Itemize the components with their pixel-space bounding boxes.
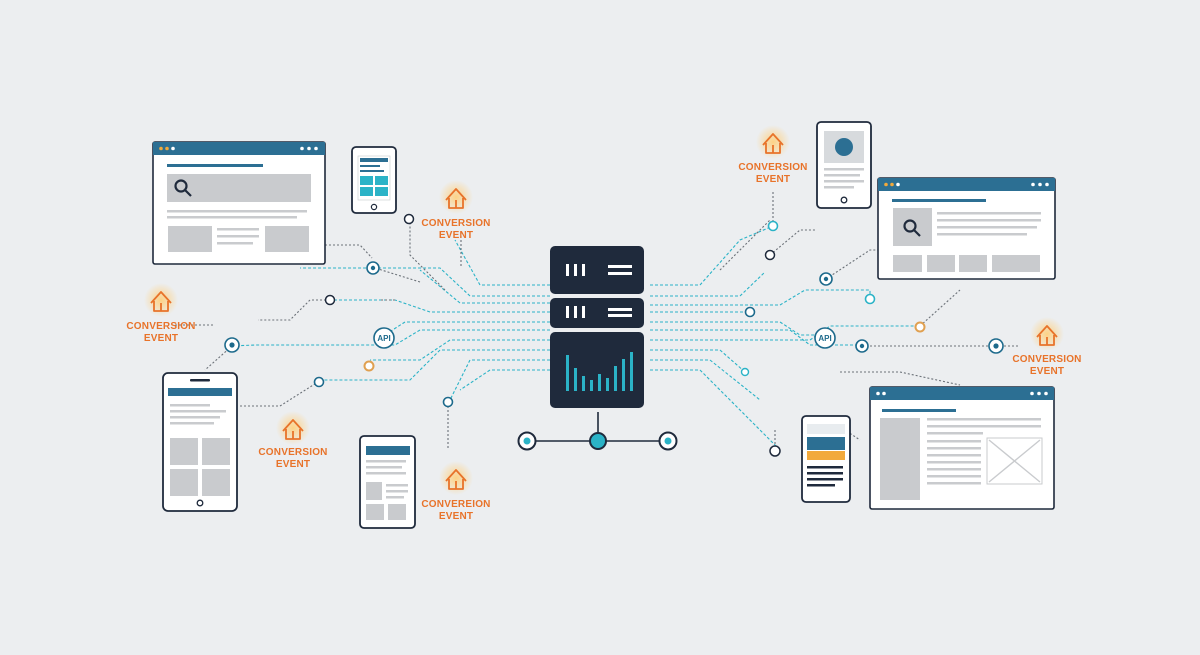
image-placeholder-icon <box>986 437 1043 485</box>
conversion-event: CONVERSION EVENT <box>421 180 490 241</box>
node-dot <box>403 213 415 225</box>
node-dot <box>523 437 531 445</box>
node-dot <box>442 396 454 408</box>
node-dot <box>229 342 235 348</box>
conversion-house-icon <box>445 469 467 490</box>
node-dot <box>324 294 336 306</box>
api-label: API <box>818 334 831 343</box>
search-icon <box>174 179 192 197</box>
mobile-device <box>816 121 872 209</box>
conversion-house-icon <box>445 188 467 209</box>
mobile-device <box>801 415 851 503</box>
conversion-label: CONVERSION <box>738 162 807 173</box>
node-dot <box>764 249 776 261</box>
node-dot <box>313 376 325 388</box>
conversion-label: EVENT <box>439 511 473 522</box>
browser-window-search <box>877 177 1056 280</box>
node-dot <box>769 445 781 457</box>
node-dot <box>823 276 829 282</box>
connection-nodes <box>224 213 1004 457</box>
node-dot <box>767 220 779 232</box>
conversion-event: CONVERSION EVENT <box>1012 317 1081 377</box>
conversion-event: CONVERSION EVENT <box>738 125 807 185</box>
tablet-device <box>162 372 238 512</box>
conversion-label: EVENT <box>276 459 310 470</box>
conversion-label: EVENT <box>144 333 178 344</box>
node-dot <box>744 306 756 318</box>
api-node: API <box>373 327 395 349</box>
conversion-event: CONVERSION EVENT <box>258 411 327 470</box>
server-icon <box>550 246 644 408</box>
node-dot <box>589 432 607 450</box>
conversion-house-icon <box>150 291 172 312</box>
conversion-label: CONVEREION <box>421 499 490 510</box>
node-dot <box>864 293 876 305</box>
mobile-device <box>359 435 416 529</box>
conversion-label: CONVERSION <box>126 321 195 332</box>
conversion-house-icon <box>762 133 784 154</box>
node-dot <box>664 437 672 445</box>
browser-window-search <box>152 141 326 265</box>
conversion-label: EVENT <box>439 230 473 241</box>
conversion-event: CONVEREION EVENT <box>421 461 490 522</box>
conversion-label: CONVERSION <box>258 447 327 458</box>
node-dot <box>859 343 865 349</box>
conversion-label: EVENT <box>1030 366 1064 377</box>
conversion-event: CONVERSION EVENT <box>126 283 195 344</box>
conversion-label: EVENT <box>756 174 790 185</box>
conversion-house-icon <box>1036 325 1058 346</box>
node-dot <box>914 321 926 333</box>
conversion-label: CONVERSION <box>1012 354 1081 365</box>
browser-window-article <box>869 386 1055 510</box>
mobile-device <box>351 146 397 214</box>
conversion-house-icon <box>282 419 304 440</box>
server-activity-bars <box>566 352 633 391</box>
node-dot <box>993 343 999 349</box>
search-icon <box>903 219 921 237</box>
api-label: API <box>377 334 390 343</box>
node-dot <box>363 360 375 372</box>
node-dot <box>740 367 750 377</box>
conversion-label: CONVERSION <box>421 218 490 229</box>
node-dot <box>370 265 376 271</box>
api-node: API <box>814 327 836 349</box>
